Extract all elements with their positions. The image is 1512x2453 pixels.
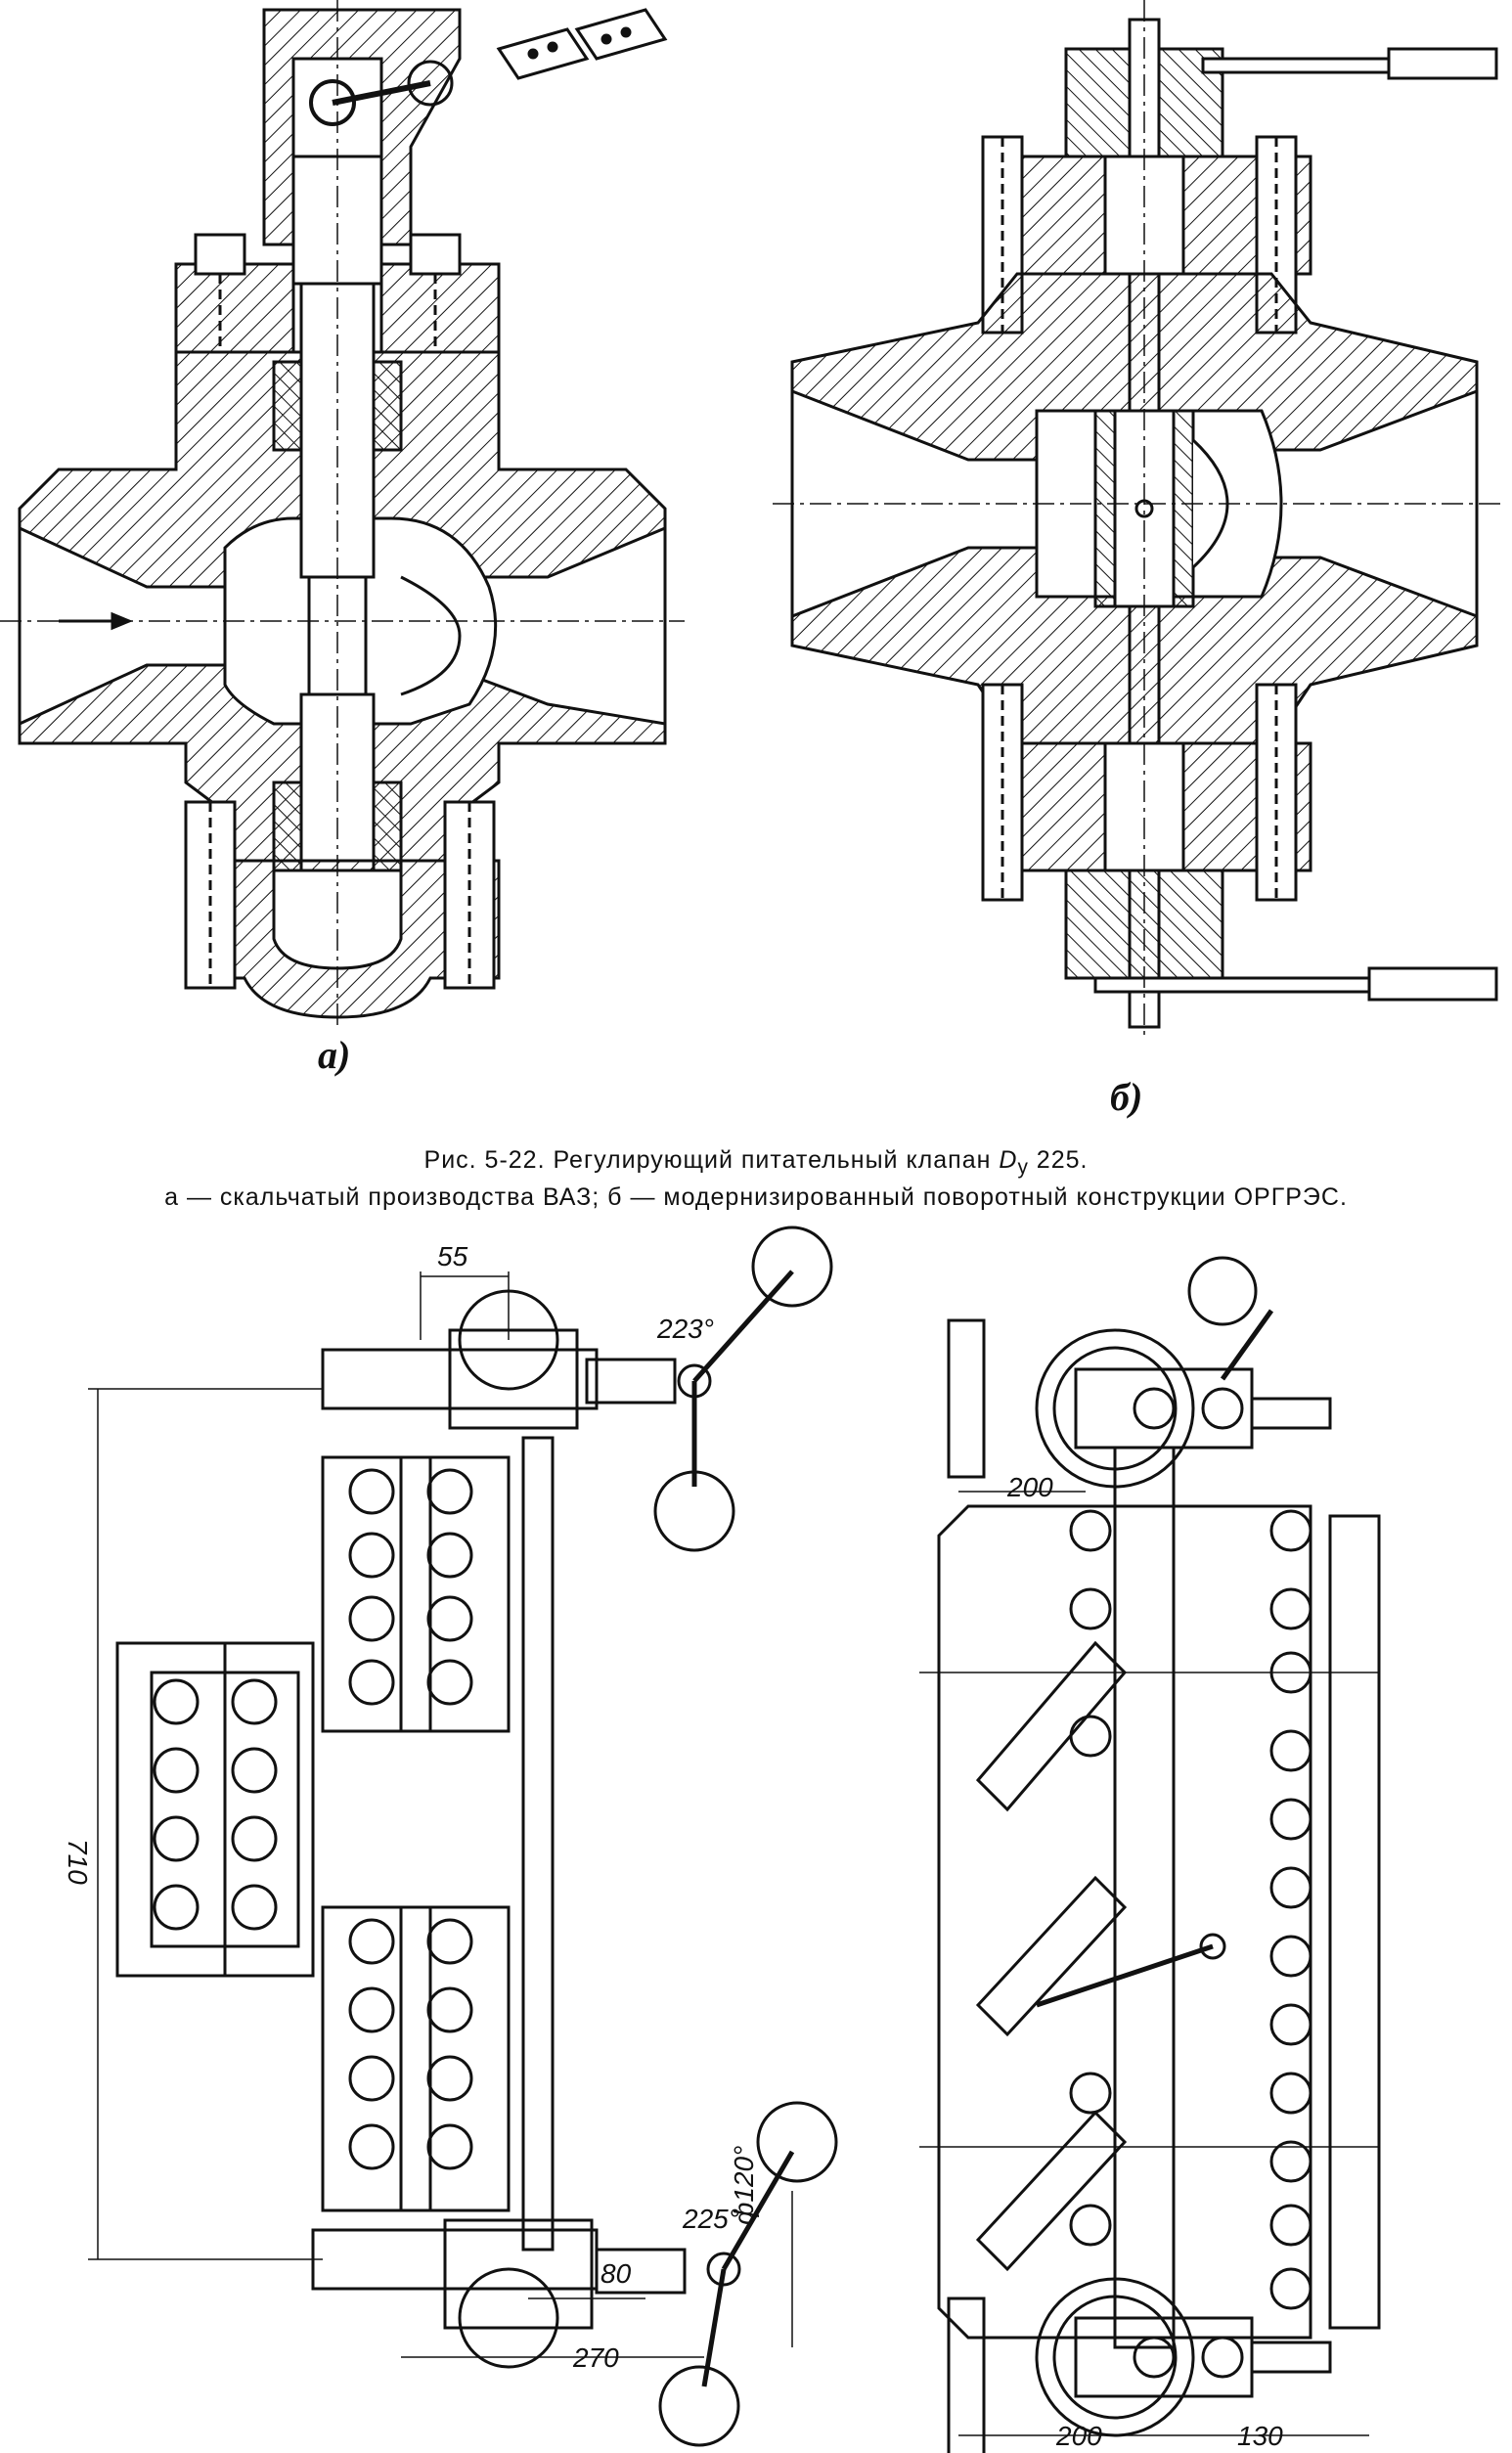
dim-120-dia: ф120° bbox=[729, 2146, 759, 2225]
gauge-side-view bbox=[919, 1256, 1381, 2453]
dim-80: 80 bbox=[600, 2258, 632, 2289]
dim-270: 270 bbox=[572, 2342, 619, 2373]
dim-130: 130 bbox=[1237, 2421, 1283, 2451]
dim-225-deg: 225° bbox=[682, 2204, 739, 2234]
dim-223-deg: 223° bbox=[656, 1314, 714, 1344]
gauge-front-nuts bbox=[153, 1468, 473, 2170]
valve-b-drawing bbox=[773, 0, 1506, 1037]
gauge-front-view bbox=[88, 1226, 838, 2447]
dim-200-top: 200 bbox=[1006, 1472, 1053, 1502]
dim-55: 55 bbox=[437, 1241, 468, 1271]
figure-caption-description: а — скальчатый производства ВАЗ; б — мод… bbox=[164, 1183, 1348, 1211]
valve-a-drawing bbox=[0, 0, 685, 1027]
figure-caption-title: Рис. 5-22. Регулирующий питательный клап… bbox=[423, 1146, 1089, 1179]
subfigure-label-a: а) bbox=[318, 1033, 351, 1077]
dim-200-bottom: 200 bbox=[1055, 2421, 1102, 2451]
dim-710: 710 bbox=[63, 1839, 93, 1885]
subfigure-label-b: б) bbox=[1110, 1075, 1143, 1119]
gauge-side-nuts bbox=[1069, 1509, 1312, 2310]
